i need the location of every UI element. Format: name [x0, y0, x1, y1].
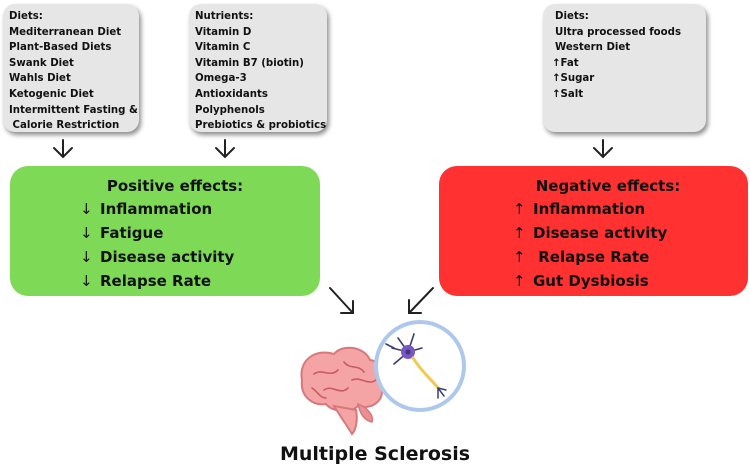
negative-effect-item: ↑Inflammation: [513, 197, 748, 221]
positive-diet-item: Calorie Restriction: [9, 120, 120, 132]
negative-diet-item: ↑Salt: [552, 88, 584, 100]
nutrient-item: Vitamin B7 (biotin): [195, 57, 304, 69]
arrow-positive-to-ms: [329, 287, 354, 314]
up-arrow-icon: ↑: [513, 248, 526, 266]
positive-effect-item: ↓Disease activity: [80, 245, 320, 269]
positive-diets-header: Diets:: [9, 11, 43, 22]
positive-effect-item: ↓Relapse Rate: [80, 269, 320, 293]
positive-effects-title: Positive effects:: [106, 177, 244, 195]
up-arrow-icon: ↑: [513, 224, 526, 242]
arrow-negative-to-ms: [408, 287, 434, 314]
nutrient-item: Antioxidants: [195, 88, 268, 100]
positive-diet-item: Intermittent Fasting &: [9, 104, 138, 116]
down-arrow-icon: ↓: [80, 200, 93, 218]
positive-diet-item: Wahls Diet: [9, 73, 71, 85]
nutrient-item: Prebiotics & probiotics: [195, 120, 327, 132]
negative-diets-box: Diets: Ultra processed foods Western Die…: [543, 4, 706, 132]
negative-diet-item: Western Diet: [555, 42, 631, 54]
arrow-nutrients-to-positive: [215, 139, 235, 159]
arrow-diets-to-positive: [53, 139, 73, 159]
positive-diet-item: Ketogenic Diet: [9, 88, 94, 100]
down-arrow-icon: ↓: [80, 224, 93, 242]
nutrient-item: Vitamin C: [195, 42, 251, 54]
negative-diet-item: ↑Fat: [552, 57, 579, 69]
positive-effects-box: Positive effects: ↓Inflammation ↓Fatigue…: [10, 166, 320, 296]
arrow-negative-diets-to-negative: [593, 139, 613, 159]
negative-effects-title: Negative effects:: [535, 177, 681, 195]
positive-effect-item: ↓Inflammation: [80, 197, 320, 221]
down-arrow-icon: ↓: [80, 272, 93, 290]
negative-effects-box: Negative effects: ↑Inflammation ↑Disease…: [439, 166, 748, 296]
brain-icon: [300, 346, 387, 436]
ms-illustration: [300, 320, 466, 436]
multiple-sclerosis-title: Multiple Sclerosis: [279, 443, 471, 465]
negative-diets-header: Diets:: [555, 11, 589, 22]
positive-diets-box: Diets: Mediterranean Diet Plant-Based Di…: [3, 4, 139, 132]
negative-diet-item: ↑Sugar: [552, 73, 595, 85]
positive-diet-item: Mediterranean Diet: [9, 26, 122, 38]
up-arrow-icon: ↑: [513, 200, 526, 218]
nutrients-box: Nutrients: Vitamin D Vitamin C Vitamin B…: [189, 4, 327, 132]
nutrient-item: Omega-3: [195, 73, 247, 85]
neuron-icon: [374, 320, 466, 412]
negative-diet-item: Ultra processed foods: [555, 26, 682, 38]
positive-diet-item: Plant-Based Diets: [9, 42, 112, 54]
nutrient-item: Polyphenols: [195, 104, 265, 116]
positive-effect-item: ↓Fatigue: [80, 221, 320, 245]
negative-effect-item: ↑ Relapse Rate: [513, 245, 748, 269]
up-arrow-icon: ↑: [513, 272, 526, 290]
negative-effect-item: ↑Gut Dysbiosis: [513, 269, 748, 293]
nutrients-header: Nutrients:: [195, 11, 254, 22]
negative-effect-item: ↑Disease activity: [513, 221, 748, 245]
down-arrow-icon: ↓: [80, 248, 93, 266]
positive-diet-item: Swank Diet: [9, 57, 74, 69]
nutrient-item: Vitamin D: [195, 26, 252, 38]
